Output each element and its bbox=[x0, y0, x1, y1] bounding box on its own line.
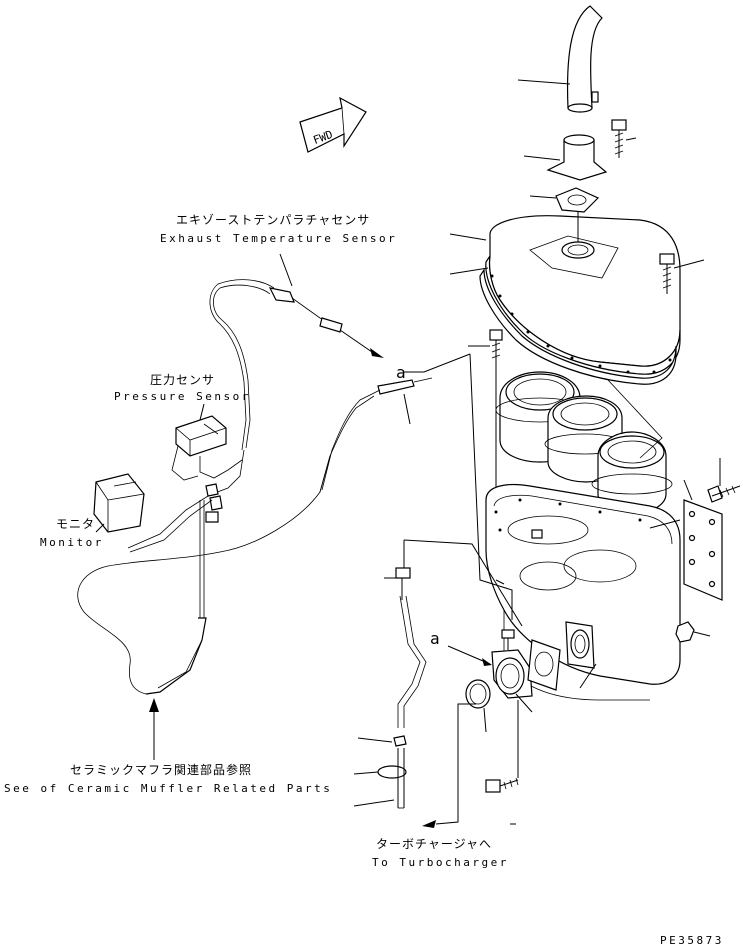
sensor-pipe-upper: a bbox=[319, 363, 433, 493]
flange-gasket bbox=[479, 268, 677, 385]
monitor-label-en: Monitor bbox=[40, 536, 104, 549]
muffler-upper-cover bbox=[449, 212, 681, 375]
turbo-label-jp: ターボチャージャへ bbox=[376, 837, 492, 851]
ceramic-catalyst-cans bbox=[495, 371, 673, 515]
nut-right bbox=[675, 621, 711, 643]
clamp-parts bbox=[353, 735, 407, 809]
turbo-leader bbox=[422, 703, 516, 828]
ceramic-leader bbox=[149, 698, 159, 760]
monitor-unit bbox=[93, 473, 145, 533]
exhaust-sensor-label-en: Exhaust Temperature Sensor bbox=[160, 232, 397, 245]
muffler-lower-body bbox=[485, 483, 681, 701]
bolt-top bbox=[611, 119, 637, 158]
pressure-sensor-label-en: Pressure Sensor bbox=[114, 390, 251, 403]
bolt-cover bbox=[659, 253, 705, 294]
ceramic-label-en: See of Ceramic Muffler Related Parts bbox=[4, 782, 332, 795]
leader-lines bbox=[403, 353, 523, 627]
bolt-bottom bbox=[485, 700, 519, 793]
sensor-pipe-lower: a bbox=[384, 567, 492, 728]
monitor-label-jp: モニタ bbox=[56, 517, 95, 531]
ceramic-label-jp: セラミックマフラ関連部品参照 bbox=[70, 762, 252, 777]
turbo-label-en: To Turbocharger bbox=[372, 856, 509, 869]
exhaust-elbow-pipe bbox=[517, 5, 603, 113]
pressure-sensor-label-jp: 圧力センサ bbox=[150, 373, 215, 387]
outlet-flange bbox=[565, 621, 597, 689]
ref-a-lower: a bbox=[430, 629, 440, 648]
fwd-arrow: FWD bbox=[299, 96, 367, 153]
turbo-adapter bbox=[465, 629, 561, 733]
drawing-number: PE35873 bbox=[660, 934, 724, 947]
wiring-harness bbox=[77, 449, 331, 695]
exhaust-temperature-sensor bbox=[209, 253, 384, 451]
fwd-label: FWD bbox=[311, 128, 334, 147]
exhaust-sensor-label-jp: エキゾーストテンパラチャセンサ bbox=[176, 213, 370, 227]
gasket-top bbox=[529, 187, 600, 213]
bolt-side bbox=[707, 458, 741, 503]
side-plate bbox=[683, 479, 723, 601]
connector-sleeve bbox=[523, 134, 608, 181]
pressure-sensor bbox=[171, 403, 243, 481]
ref-a-upper: a bbox=[396, 363, 406, 382]
